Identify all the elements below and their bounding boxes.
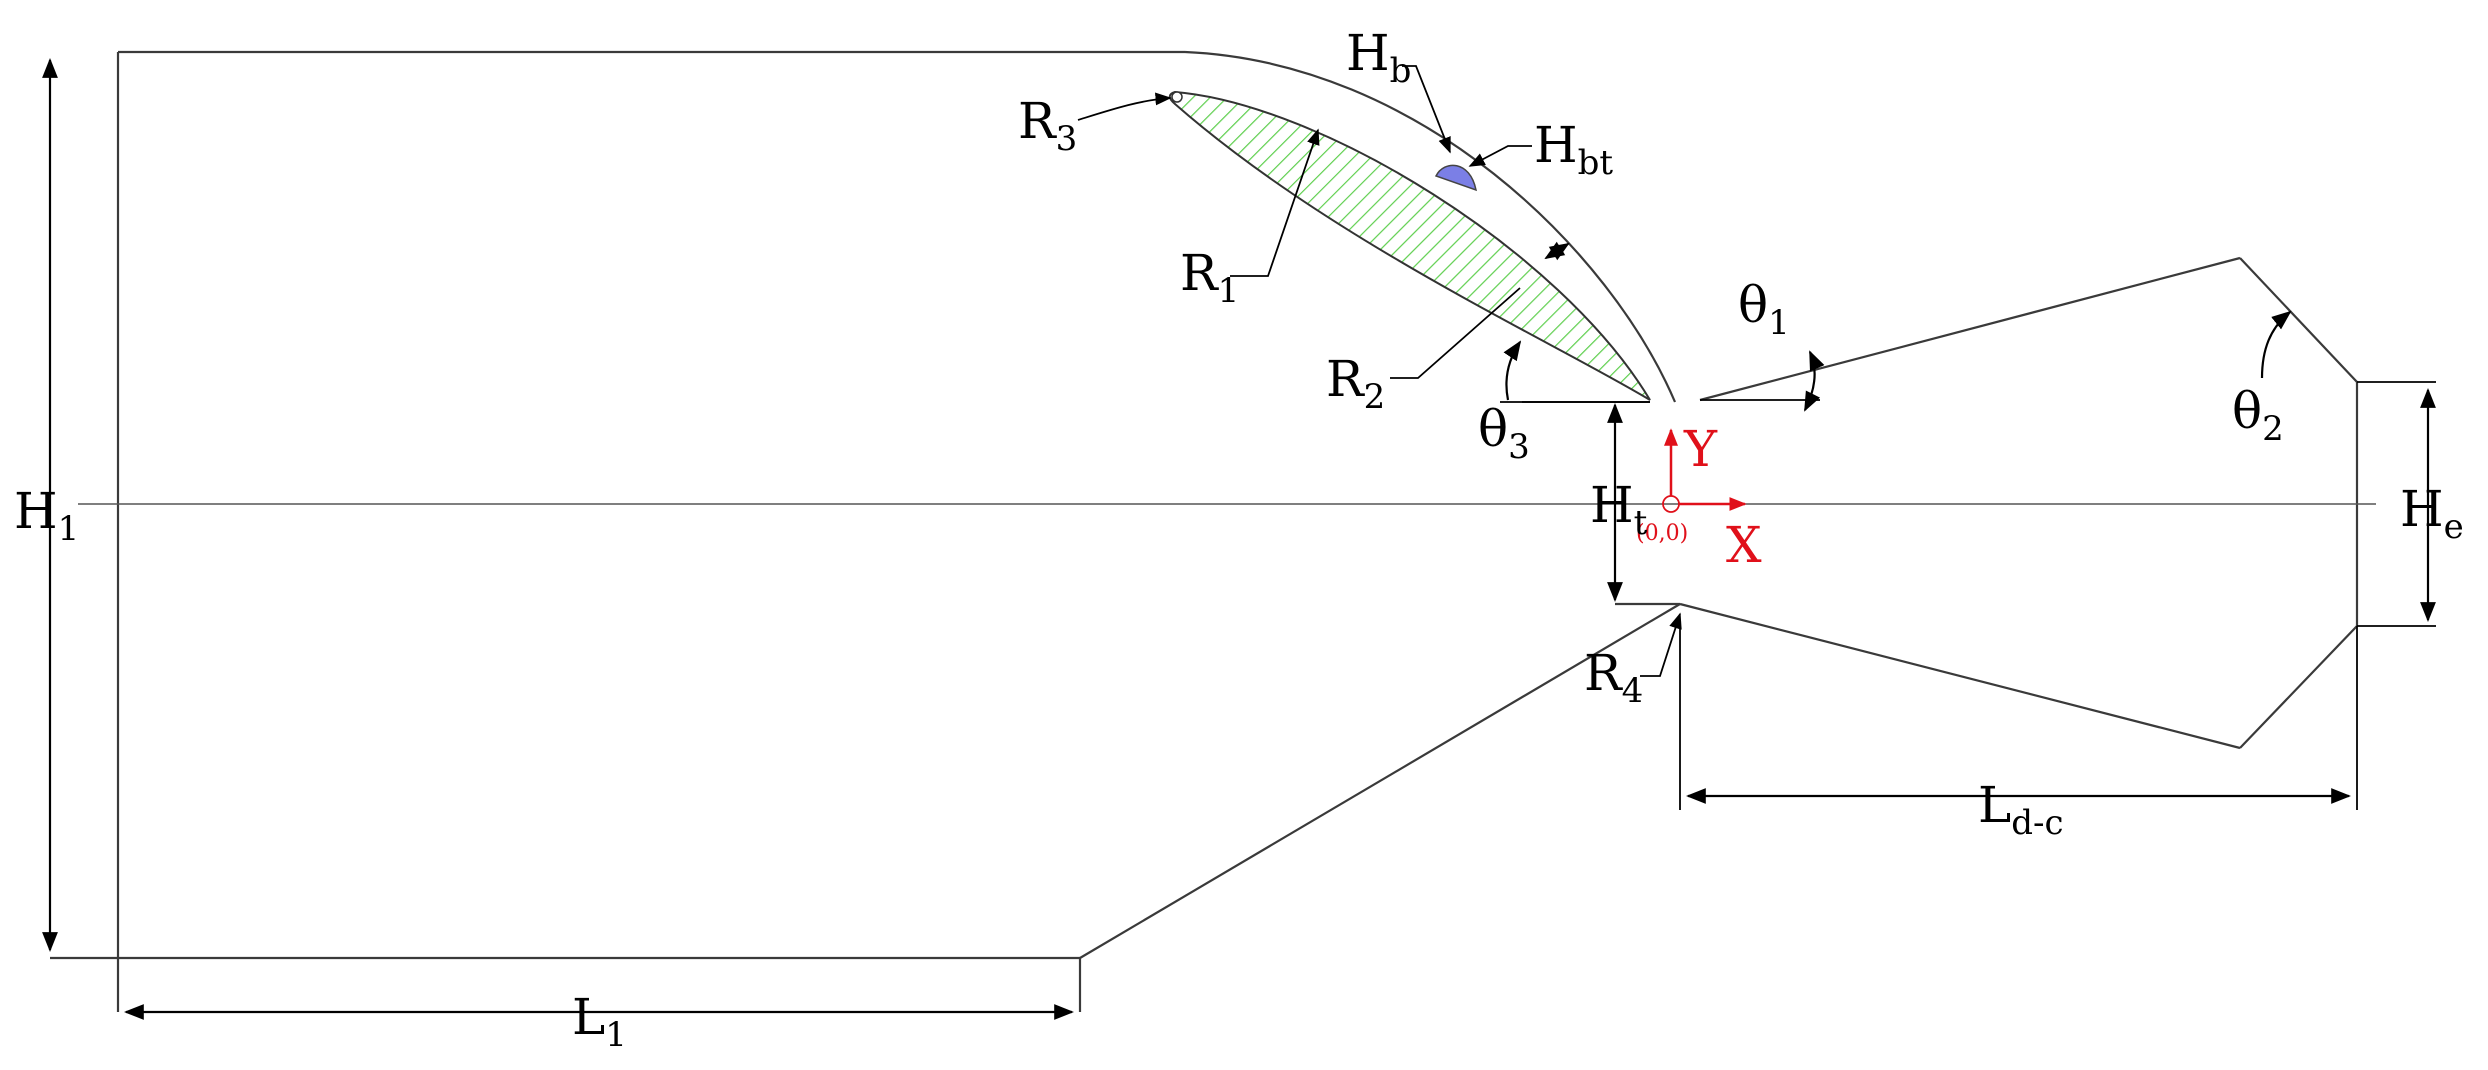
curved-top-wall (1184, 50, 1677, 403)
label-h1: H1 (14, 482, 79, 549)
labels: H1 L1 R3 R1 R2 Hb Hbt Ht He R4 θ1 (14, 24, 2464, 1055)
label-ht: Ht (1590, 476, 1648, 543)
label-l1: L1 (572, 988, 627, 1055)
hatched-profile-body (1168, 90, 1651, 401)
nozzle-outline (50, 50, 2359, 1012)
hbt-bump (1434, 164, 1477, 192)
converging-lower-wall (1079, 603, 1681, 959)
label-theta2: θ2 (2232, 382, 2284, 449)
label-hb: Hb (1346, 24, 1411, 91)
coordinate-axes: Y X (0,0) (1636, 420, 1762, 574)
y-axis-label: Y (1683, 420, 1718, 478)
label-he: He (2400, 480, 2464, 547)
dim-theta2-arc (2260, 310, 2292, 379)
leader-r3 (1077, 92, 1172, 121)
diverging-upper-wall (1699, 256, 2241, 402)
label-r1: R1 (1180, 244, 1239, 311)
label-hbt: Hbt (1534, 116, 1613, 183)
label-theta3: θ3 (1478, 400, 1530, 467)
leader-hbt (1468, 145, 1532, 167)
exit-upper-chamfer (2239, 257, 2358, 383)
x-axis-label: X (1726, 516, 1762, 574)
origin-circle (1662, 495, 1680, 513)
diverging-lower-wall (1679, 602, 2241, 750)
label-ldc: Ld-c (1978, 776, 2064, 843)
dim-hb-arrow (1544, 241, 1570, 261)
leader-lines (1077, 65, 1682, 677)
leader-hb (1402, 65, 1451, 154)
leader-r1 (1230, 128, 1320, 277)
dim-theta3-arc (1503, 340, 1522, 401)
origin-label: (0,0) (1636, 521, 1688, 546)
hatched-profile (1168, 90, 1651, 401)
dim-theta1-arc (1804, 350, 1825, 412)
leader-r2 (1390, 287, 1521, 379)
leader-r4 (1640, 612, 1682, 677)
exit-lower-chamfer (2239, 625, 2358, 749)
r3-nose-circle (1171, 91, 1183, 103)
label-r2: R2 (1326, 350, 1385, 417)
label-r3: R3 (1018, 92, 1077, 159)
dimension-lines (42, 58, 2436, 1020)
label-r4: R4 (1584, 644, 1643, 711)
label-theta1: θ1 (1738, 276, 1790, 343)
